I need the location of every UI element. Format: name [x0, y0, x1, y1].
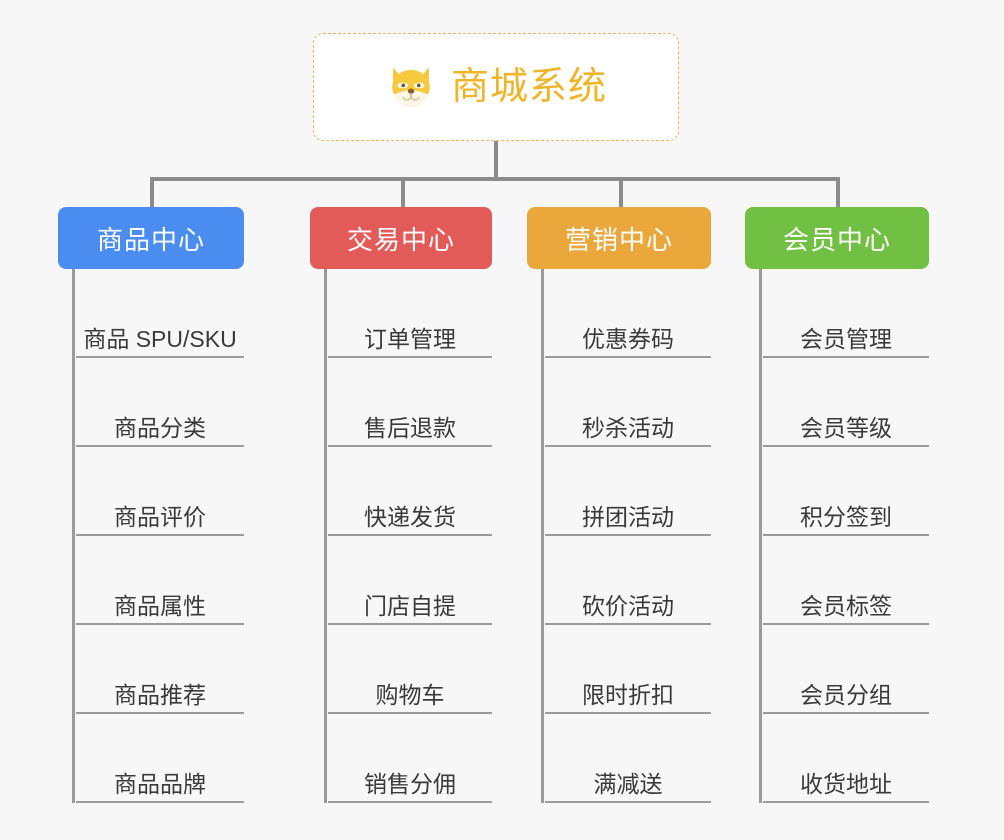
category-label-2: 营销中心	[564, 224, 673, 255]
leaf-group-2: 优惠券码 秒杀活动 拼团活动 砍价活动 限时折扣 满减送	[541, 269, 711, 803]
leaf-label: 商品评价	[114, 503, 206, 530]
branch-column-0: 商品中心 商品 SPU/SKU 商品分类 商品评价 商品属性 商品推荐 商品品牌	[58, 207, 244, 803]
leaf-item[interactable]: 积分签到	[763, 447, 929, 536]
leaf-item[interactable]: 售后退款	[328, 358, 492, 447]
leaf-group-0: 商品 SPU/SKU 商品分类 商品评价 商品属性 商品推荐 商品品牌	[72, 269, 244, 803]
category-label-0: 商品中心	[96, 224, 205, 255]
leaf-item[interactable]: 优惠券码	[545, 269, 711, 358]
leaf-item[interactable]: 秒杀活动	[545, 358, 711, 447]
leaf-item[interactable]: 商品属性	[76, 536, 244, 625]
leaf-label: 商品 SPU/SKU	[83, 325, 237, 352]
leaf-item[interactable]: 收货地址	[763, 714, 929, 803]
leaf-item[interactable]: 满减送	[545, 714, 711, 803]
leaf-label: 商品推荐	[114, 681, 206, 708]
leaf-item[interactable]: 会员标签	[763, 536, 929, 625]
leaf-item[interactable]: 销售分佣	[328, 714, 492, 803]
branch-column-1: 交易中心 订单管理 售后退款 快递发货 门店自提 购物车 销售分佣	[310, 207, 492, 803]
leaf-label: 商品属性	[114, 592, 206, 619]
leaf-label: 限时折扣	[582, 681, 674, 708]
leaf-item[interactable]: 拼团活动	[545, 447, 711, 536]
shiba-dog-face-icon	[392, 67, 430, 108]
leaf-label: 积分签到	[800, 503, 892, 530]
leaf-label: 销售分佣	[364, 770, 456, 797]
category-box-3[interactable]: 会员中心	[745, 207, 929, 269]
leaf-item[interactable]: 商品分类	[76, 358, 244, 447]
leaf-label: 商品分类	[114, 414, 206, 441]
connector-root-stem	[494, 141, 498, 179]
leaf-item[interactable]: 商品 SPU/SKU	[76, 269, 244, 358]
leaf-item[interactable]: 快递发货	[328, 447, 492, 536]
leaf-item[interactable]: 会员管理	[763, 269, 929, 358]
category-label-1: 交易中心	[346, 224, 455, 255]
branch-column-3: 会员中心 会员管理 会员等级 积分签到 会员标签 会员分组 收货地址	[745, 207, 929, 803]
leaf-group-3: 会员管理 会员等级 积分签到 会员标签 会员分组 收货地址	[759, 269, 929, 803]
leaf-label: 会员标签	[800, 592, 892, 619]
leaf-group-1: 订单管理 售后退款 快递发货 门店自提 购物车 销售分佣	[324, 269, 492, 803]
leaf-label: 优惠券码	[582, 325, 674, 352]
connector-drop-0	[150, 177, 154, 209]
leaf-item[interactable]: 会员分组	[763, 625, 929, 714]
root-node-mall-system[interactable]: 商城系统	[313, 33, 679, 141]
leaf-item[interactable]: 会员等级	[763, 358, 929, 447]
leaf-item[interactable]: 门店自提	[328, 536, 492, 625]
leaf-label: 砍价活动	[582, 592, 674, 619]
connector-drop-1	[401, 177, 405, 209]
leaf-label: 会员等级	[800, 414, 892, 441]
leaf-item[interactable]: 购物车	[328, 625, 492, 714]
leaf-item[interactable]: 商品评价	[76, 447, 244, 536]
leaf-label: 收货地址	[800, 770, 892, 797]
leaf-item[interactable]: 砍价活动	[545, 536, 711, 625]
leaf-label: 会员管理	[800, 325, 892, 352]
connector-drop-3	[836, 177, 840, 209]
leaf-label: 购物车	[375, 681, 445, 708]
category-box-0[interactable]: 商品中心	[58, 207, 244, 269]
leaf-item[interactable]: 商品品牌	[76, 714, 244, 803]
connector-drop-2	[619, 177, 623, 209]
root-node-title: 商城系统	[450, 66, 607, 108]
category-box-2[interactable]: 营销中心	[527, 207, 711, 269]
connector-horizontal-bus	[150, 177, 840, 181]
leaf-item[interactable]: 订单管理	[328, 269, 492, 358]
leaf-label: 秒杀活动	[582, 414, 674, 441]
leaf-label: 商品品牌	[114, 770, 206, 797]
leaf-label: 满减送	[593, 770, 663, 797]
leaf-label: 门店自提	[364, 592, 456, 619]
leaf-label: 会员分组	[800, 681, 892, 708]
category-label-3: 会员中心	[782, 224, 891, 255]
category-box-1[interactable]: 交易中心	[310, 207, 492, 269]
leaf-label: 快递发货	[364, 503, 456, 530]
leaf-label: 拼团活动	[582, 503, 674, 530]
leaf-item[interactable]: 限时折扣	[545, 625, 711, 714]
leaf-label: 订单管理	[364, 325, 456, 352]
branch-column-2: 营销中心 优惠券码 秒杀活动 拼团活动 砍价活动 限时折扣 满减送	[527, 207, 711, 803]
leaf-label: 售后退款	[364, 414, 456, 441]
leaf-item[interactable]: 商品推荐	[76, 625, 244, 714]
